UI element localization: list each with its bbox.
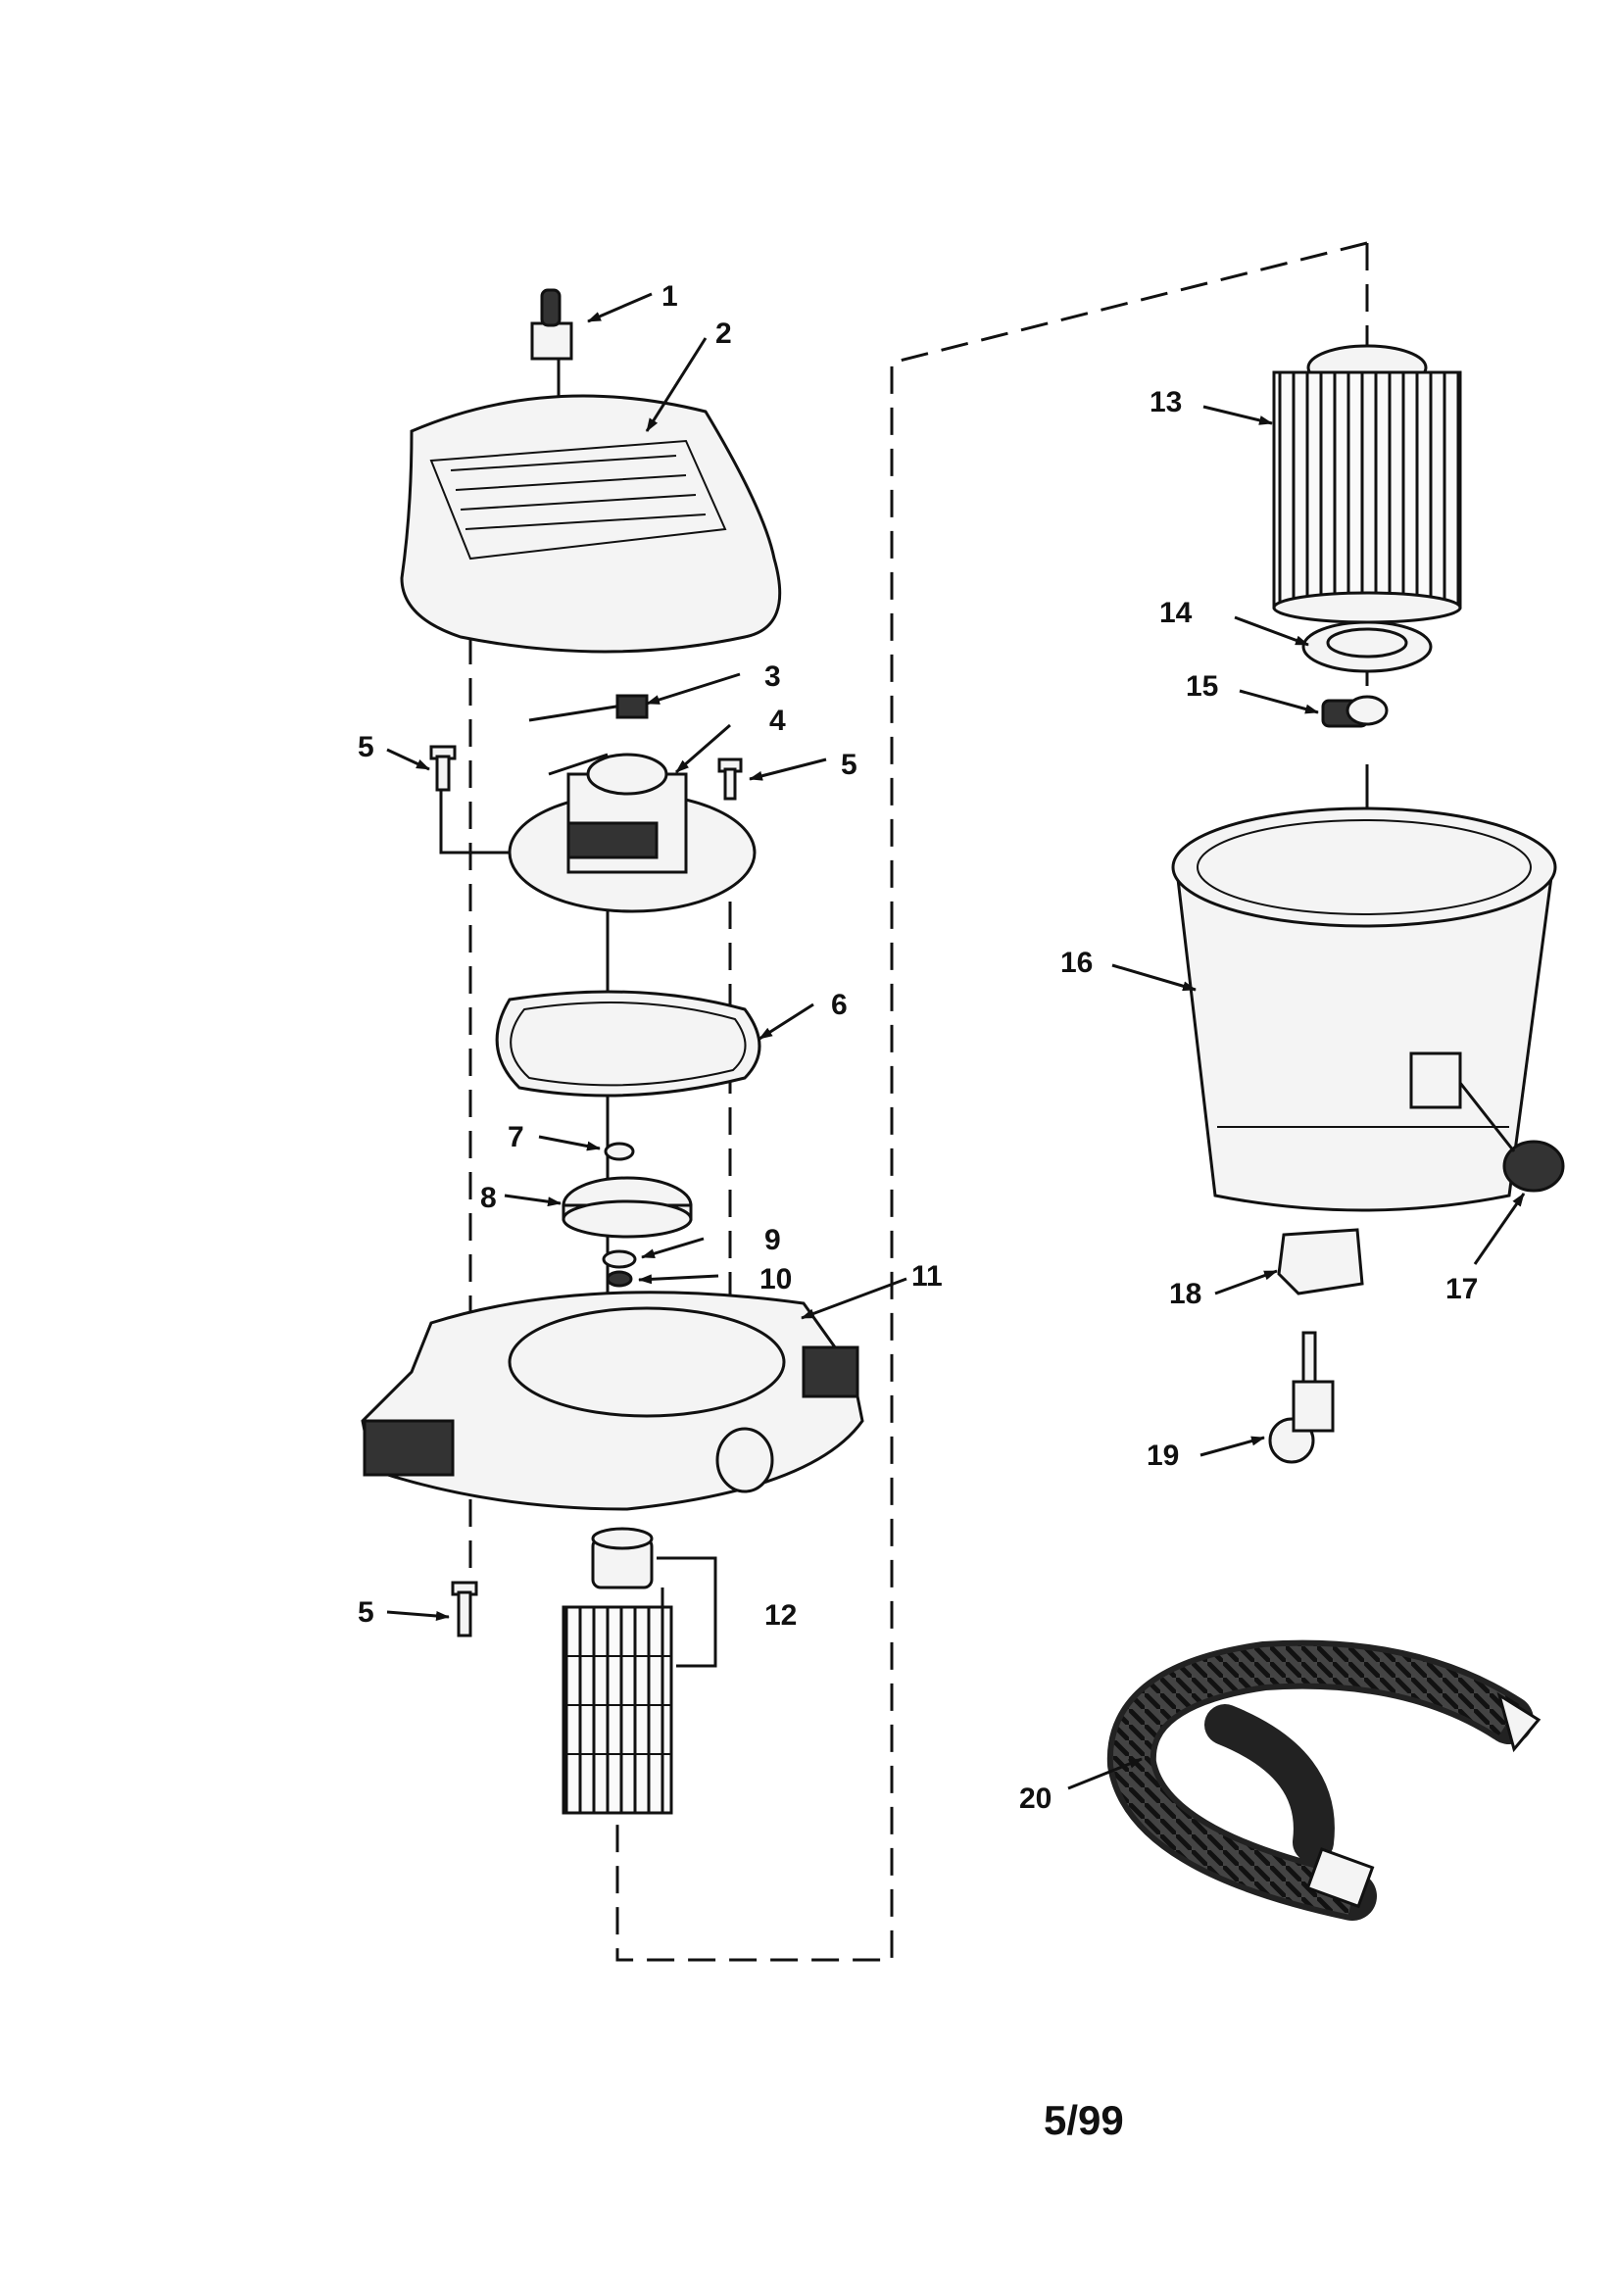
part-washer-9 [602,1249,637,1269]
part-hose [1106,1639,1542,1921]
callout-19: 19 [1147,1440,1179,1472]
callout-9: 9 [764,1224,781,1256]
callout-12: 12 [764,1599,797,1632]
part-impeller [562,1176,693,1239]
callout-10: 10 [759,1263,792,1295]
callout-8: 8 [480,1182,497,1214]
callout-20: 20 [1019,1783,1052,1815]
callout-13: 13 [1150,386,1182,418]
callout-5-right: 5 [841,749,857,781]
date-code: 5/99 [1044,2097,1124,2143]
callout-7: 7 [508,1121,524,1153]
callout-6: 6 [831,989,848,1021]
part-gasket [495,990,761,1098]
part-motor-cover [400,394,782,654]
callout-labels: 1 2 3 4 5 5 5 6 7 8 9 10 11 12 13 14 15 … [358,280,1478,1815]
part-washer-10 [606,1270,633,1288]
leader-lines [386,292,1526,1790]
part-screw-left [429,745,457,792]
callout-5-bottom: 5 [358,1596,374,1629]
callout-17: 17 [1445,1273,1478,1305]
part-drain-cap [1458,1082,1565,1193]
callout-3: 3 [764,660,781,693]
callout-4: 4 [769,705,786,737]
part-screw-bottom [451,1581,478,1637]
callout-16: 16 [1060,947,1093,979]
callout-18: 18 [1169,1278,1201,1310]
part-nut [604,1142,635,1161]
callout-5-left: 5 [358,731,374,763]
part-filter-retainer [1301,620,1433,673]
callout-14: 14 [1159,597,1193,629]
callout-11: 11 [911,1260,943,1293]
callout-1: 1 [661,280,678,313]
part-motor-assembly [508,753,757,913]
part-drum [1171,806,1557,1212]
part-caster-foot [1277,1228,1364,1295]
part-float-cage [562,1527,717,1815]
part-switch [530,288,573,361]
part-retainer-nut [1321,695,1389,728]
part-screw-right [717,757,743,801]
part-cord-lead [528,694,649,722]
callout-2: 2 [715,318,732,350]
part-lid-base [361,1291,864,1511]
part-cartridge-filter [1272,344,1462,624]
part-caster-wheel [1268,1331,1335,1464]
callout-15: 15 [1186,670,1218,703]
